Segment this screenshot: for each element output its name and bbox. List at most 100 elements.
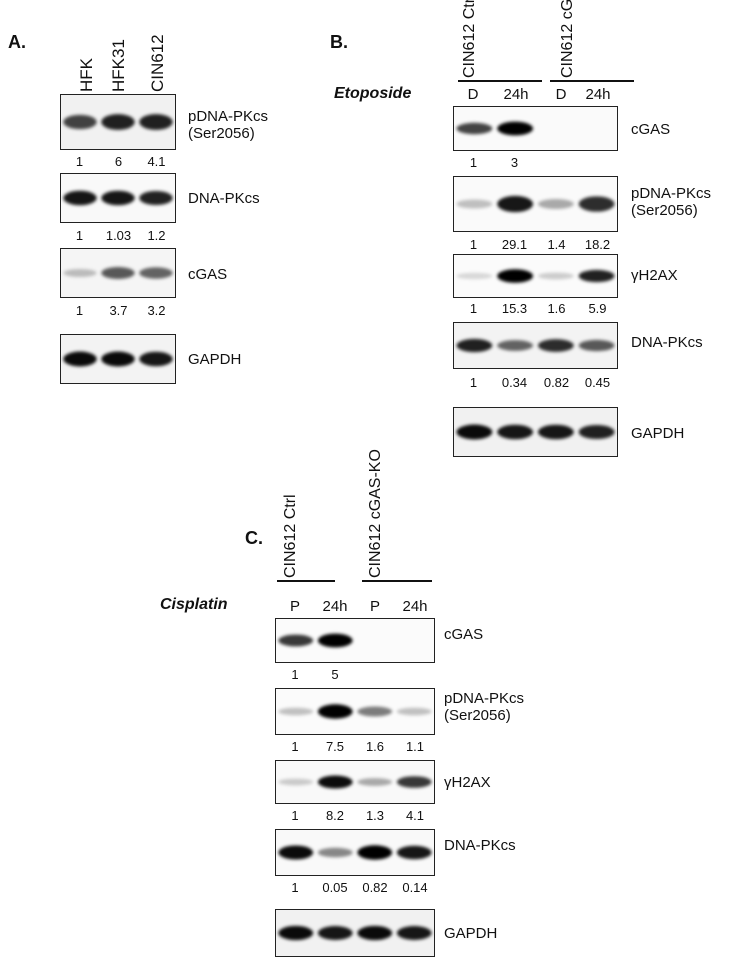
panel-a-blot-pdnapkcs	[60, 94, 176, 150]
blot-image	[454, 107, 617, 150]
panel-a-lane-label: CIN612	[148, 34, 167, 92]
panel-b-treatment-label: Etoposide	[334, 85, 412, 102]
blot-band	[537, 199, 574, 209]
panel-b-quant: 1	[469, 237, 478, 252]
panel-b-quant: 1.4	[547, 237, 566, 252]
panel-c-quant: 0.05	[322, 880, 348, 895]
panel-a-quant: 1	[75, 303, 84, 318]
panel-c-group-line	[362, 580, 432, 582]
panel-c-quant: 5	[331, 667, 339, 682]
panel-b-protein-label: DNA-PKcs	[631, 334, 703, 351]
blot-band	[357, 845, 393, 860]
panel-c-blot-gh2ax	[275, 760, 435, 804]
blot-band	[278, 778, 314, 786]
panel-c-quant: 0.14	[402, 880, 428, 895]
blot-band	[396, 707, 432, 716]
panel-a-protein-label: GAPDH	[188, 351, 242, 368]
blot-band	[497, 195, 534, 213]
panel-b-timepoint: D	[555, 86, 567, 103]
blot-band	[456, 199, 493, 209]
panel-c-group-line	[277, 580, 335, 582]
blot-image	[276, 689, 434, 734]
panel-b-blot-gh2ax	[453, 254, 618, 298]
panel-c-quant: 4.1	[405, 808, 425, 823]
panel-c-blot-dnapkcs	[275, 829, 435, 876]
blot-band	[357, 778, 393, 786]
blot-image	[61, 335, 175, 383]
panel-a-quant: 1.2	[147, 228, 166, 243]
panel-c-quant: 1	[291, 808, 299, 823]
panel-c-blot-cgas	[275, 618, 435, 663]
panel-c-protein-label: pDNA-PKcs (Ser2056)	[444, 690, 525, 725]
blot-image	[61, 249, 175, 297]
blot-band	[357, 925, 393, 941]
panel-b-quant: 18.2	[584, 237, 611, 252]
panel-c-timepoint: P	[289, 598, 300, 615]
panel-a-protein-label: pDNA-PKcs (Ser2056)	[188, 108, 269, 143]
panel-a-protein-label: DNA-PKcs	[188, 190, 260, 207]
panel-a-blot-dnapkcs	[60, 173, 176, 223]
blot-band	[396, 845, 432, 860]
panel-a-quant: 4.1	[147, 154, 166, 169]
blot-band	[456, 122, 493, 135]
blot-image	[276, 830, 434, 875]
panel-b-quant: 0.45	[584, 375, 611, 390]
panel-a-quant: 3.7	[109, 303, 128, 318]
panel-c-letter: C.	[245, 528, 263, 548]
panel-a-quant: 1	[75, 228, 84, 243]
panel-b-protein-label: GAPDH	[631, 425, 685, 442]
blot-band	[63, 190, 97, 206]
panel-c-quant: 1.1	[405, 739, 425, 754]
panel-c-protein-label: cGAS	[444, 626, 484, 643]
blot-image	[61, 174, 175, 222]
blot-image	[61, 95, 175, 149]
blot-band	[317, 775, 353, 789]
panel-c-quant: 0.82	[362, 880, 388, 895]
panel-a-blot-cgas	[60, 248, 176, 298]
blot-band	[396, 776, 432, 788]
blot-band	[537, 339, 574, 352]
panel-b-quant: 0.34	[501, 375, 528, 390]
panel-a-blot-gapdh	[60, 334, 176, 384]
blot-band	[101, 267, 135, 279]
panel-b-quant: 1	[469, 155, 478, 170]
panel-b-timepoint: D	[467, 86, 479, 103]
panel-c-quant: 1.3	[365, 808, 385, 823]
blot-band	[578, 339, 615, 352]
blot-image	[454, 408, 617, 456]
panel-c-blot-pdnapkcs	[275, 688, 435, 735]
blot-image	[454, 255, 617, 297]
panel-b-group-label: CIN612 cGAS-KO	[559, 0, 576, 78]
panel-a-lane-label: HFK31	[109, 39, 128, 92]
blot-band	[278, 845, 314, 860]
panel-b-group-label: CIN612 Ctrl	[461, 0, 478, 78]
blot-band	[63, 351, 97, 367]
panel-c-timepoint: 24h	[402, 598, 428, 615]
panel-b-quant: 0.82	[543, 375, 570, 390]
panel-a-letter: A.	[8, 32, 26, 52]
blot-band	[278, 634, 314, 647]
blot-band	[537, 272, 574, 280]
blot-band	[497, 424, 534, 440]
panel-b-timepoint: 24h	[585, 86, 611, 103]
panel-a-quant: 3.2	[147, 303, 166, 318]
panel-b-quant: 1	[469, 301, 478, 316]
blot-band	[317, 633, 353, 648]
panel-c-quant: 1.6	[365, 739, 385, 754]
panel-a-lane-label: HFK	[77, 58, 96, 92]
blot-band	[278, 925, 314, 941]
blot-band	[456, 424, 493, 440]
panel-c-protein-label: GAPDH	[444, 925, 498, 942]
panel-b-protein-label: pDNA-PKcs (Ser2056)	[631, 185, 712, 220]
blot-band	[578, 269, 615, 283]
panel-c-treatment-label: Cisplatin	[160, 596, 228, 613]
panel-a-quant: 1	[75, 154, 84, 169]
panel-b-blot-cgas	[453, 106, 618, 151]
panel-b-group-line	[458, 80, 542, 82]
panel-c-quant: 7.5	[325, 739, 345, 754]
blot-band	[139, 351, 173, 367]
blot-band	[278, 707, 314, 716]
panel-c-quant: 8.2	[325, 808, 345, 823]
blot-band	[456, 338, 493, 353]
panel-c-quant: 1	[291, 739, 299, 754]
